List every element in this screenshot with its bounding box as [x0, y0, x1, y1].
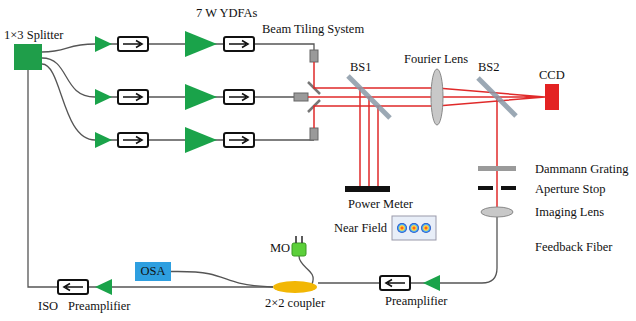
component-label: Preamplifier — [385, 294, 447, 308]
component-label: Dammann Grating — [535, 162, 628, 176]
coupler-ellipse: 2×2 coupler — [273, 281, 317, 293]
fiber — [42, 44, 314, 52]
preamplifier-triangle — [423, 275, 440, 291]
ccd-camera: CCD — [545, 84, 559, 110]
fiber-connector — [28, 70, 273, 287]
collimator — [310, 50, 318, 62]
isolator-symbol — [58, 280, 88, 294]
beam — [496, 97, 498, 212]
beam-spot — [421, 223, 431, 233]
component-label: ISO — [38, 299, 58, 313]
component-label: Imaging Lens — [535, 205, 604, 219]
preamplifier-triangle — [95, 279, 112, 295]
fiber — [42, 58, 294, 97]
node-label: OSA — [140, 264, 165, 278]
component-label: BS1 — [350, 60, 372, 74]
beam-spot — [409, 223, 419, 233]
amplifier-chain — [95, 84, 254, 110]
fiber-lines — [42, 44, 497, 284]
plug-prongs — [296, 236, 302, 243]
ellipse-outline — [273, 281, 317, 293]
feedback-fiber — [318, 217, 497, 283]
component-label: Power Meter — [348, 197, 413, 211]
beam — [314, 106, 437, 128]
amplifier-label: 7 W YDFAs — [196, 6, 257, 20]
ellipse-shape — [273, 281, 317, 293]
node-label: CCD — [539, 68, 565, 82]
component-label: Fourier Lens — [404, 52, 468, 66]
system-label: Beam Tiling System — [262, 22, 364, 36]
collimator — [294, 93, 308, 101]
dammann-grating — [478, 166, 516, 171]
amplifier-chain — [95, 31, 254, 57]
node-label: 1×3 Splitter — [4, 28, 63, 42]
laser-beams — [308, 62, 545, 212]
beam-splitter — [478, 78, 516, 116]
component-label: Aperture Stop — [535, 182, 605, 196]
imaging-lens — [481, 207, 513, 217]
power-meter — [345, 186, 390, 192]
splitter-box: 1×3 Splitter — [14, 44, 42, 70]
osa-box: OSA — [135, 262, 171, 281]
amplifier-chain — [95, 127, 254, 153]
near-field-image — [392, 216, 436, 240]
mo-source — [292, 243, 306, 256]
beam-splitter — [348, 76, 390, 118]
aperture-stop — [501, 186, 516, 190]
fiber-connector — [171, 272, 273, 288]
isolator-symbol — [380, 276, 410, 290]
component-label: MO — [270, 241, 290, 255]
fiber — [299, 256, 313, 284]
fourier-lens — [431, 69, 443, 125]
fiber — [42, 64, 314, 140]
node-label: 2×2 coupler — [265, 296, 325, 310]
component-label: BS2 — [478, 60, 500, 74]
collimator — [310, 128, 318, 140]
aperture-stop — [478, 186, 493, 190]
component-label: Preamplifier — [68, 299, 130, 313]
component-label: Near Field — [334, 221, 387, 235]
component-label: Feedback Fiber — [535, 240, 612, 254]
beam-spot — [397, 223, 407, 233]
